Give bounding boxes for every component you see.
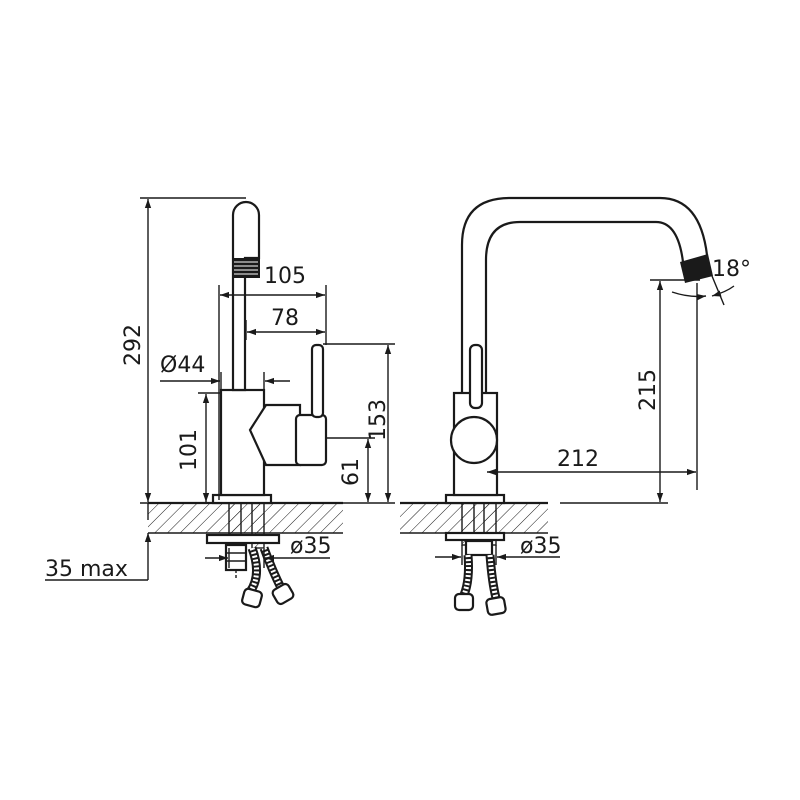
dim-label-lever-height: 153 xyxy=(366,399,391,441)
dim-reach-inner: 78 xyxy=(245,306,325,340)
dim-label-counter-thickness: 35 max xyxy=(45,557,128,582)
spout-tube xyxy=(231,200,261,392)
dim-mount-hole-front: ø35 xyxy=(435,534,561,565)
countertop-section-side xyxy=(148,501,343,534)
aerator-front xyxy=(680,254,713,283)
side-view: 292 105 78 Ø44 101 xyxy=(45,197,395,609)
dim-lever-pivot: 61 xyxy=(326,437,375,502)
spout-outer-edge xyxy=(460,196,709,393)
dim-label-total-height: 292 xyxy=(121,324,146,366)
aerator xyxy=(232,258,260,278)
cartridge-cap xyxy=(449,415,499,465)
dim-label-spout-angle: 18° xyxy=(712,257,751,282)
dim-lever-height: 153 xyxy=(323,343,395,504)
dim-label-mount-hole-front: ø35 xyxy=(520,534,561,559)
base-flange-front xyxy=(444,493,506,505)
dim-label-reach-outer: 105 xyxy=(264,264,306,289)
supply-hoses-front xyxy=(444,502,507,616)
lever-hub xyxy=(294,413,328,467)
dim-body-height: 101 xyxy=(177,392,221,502)
dim-spout-reach: 212 xyxy=(487,283,698,490)
dim-label-spout-reach: 212 xyxy=(557,447,599,472)
lever-handle xyxy=(310,343,325,419)
dim-label-body-height: 101 xyxy=(177,429,202,471)
dim-body-diameter: Ø44 xyxy=(160,353,290,390)
dim-counter-thickness: 35 max xyxy=(45,503,152,582)
base-flange xyxy=(211,493,273,505)
lever-front xyxy=(468,343,484,410)
spout-inner-edge xyxy=(484,220,685,393)
dim-reach-outer: 105 xyxy=(218,264,327,500)
supply-hoses-side xyxy=(205,502,295,609)
dim-total-height: 292 xyxy=(121,197,246,504)
dim-label-spout-height: 215 xyxy=(636,369,661,411)
dim-label-lever-pivot: 61 xyxy=(339,458,364,486)
dim-label-reach-inner: 78 xyxy=(271,306,299,331)
dim-spout-height: 215 xyxy=(560,279,700,504)
dim-mount-hole-side: ø35 xyxy=(205,534,331,568)
front-view: 215 212 18° ø35 xyxy=(400,196,751,616)
dim-label-mount-hole-side: ø35 xyxy=(290,534,331,559)
dim-label-body-diameter: Ø44 xyxy=(160,353,205,378)
dim-spout-angle: 18° xyxy=(671,257,751,306)
